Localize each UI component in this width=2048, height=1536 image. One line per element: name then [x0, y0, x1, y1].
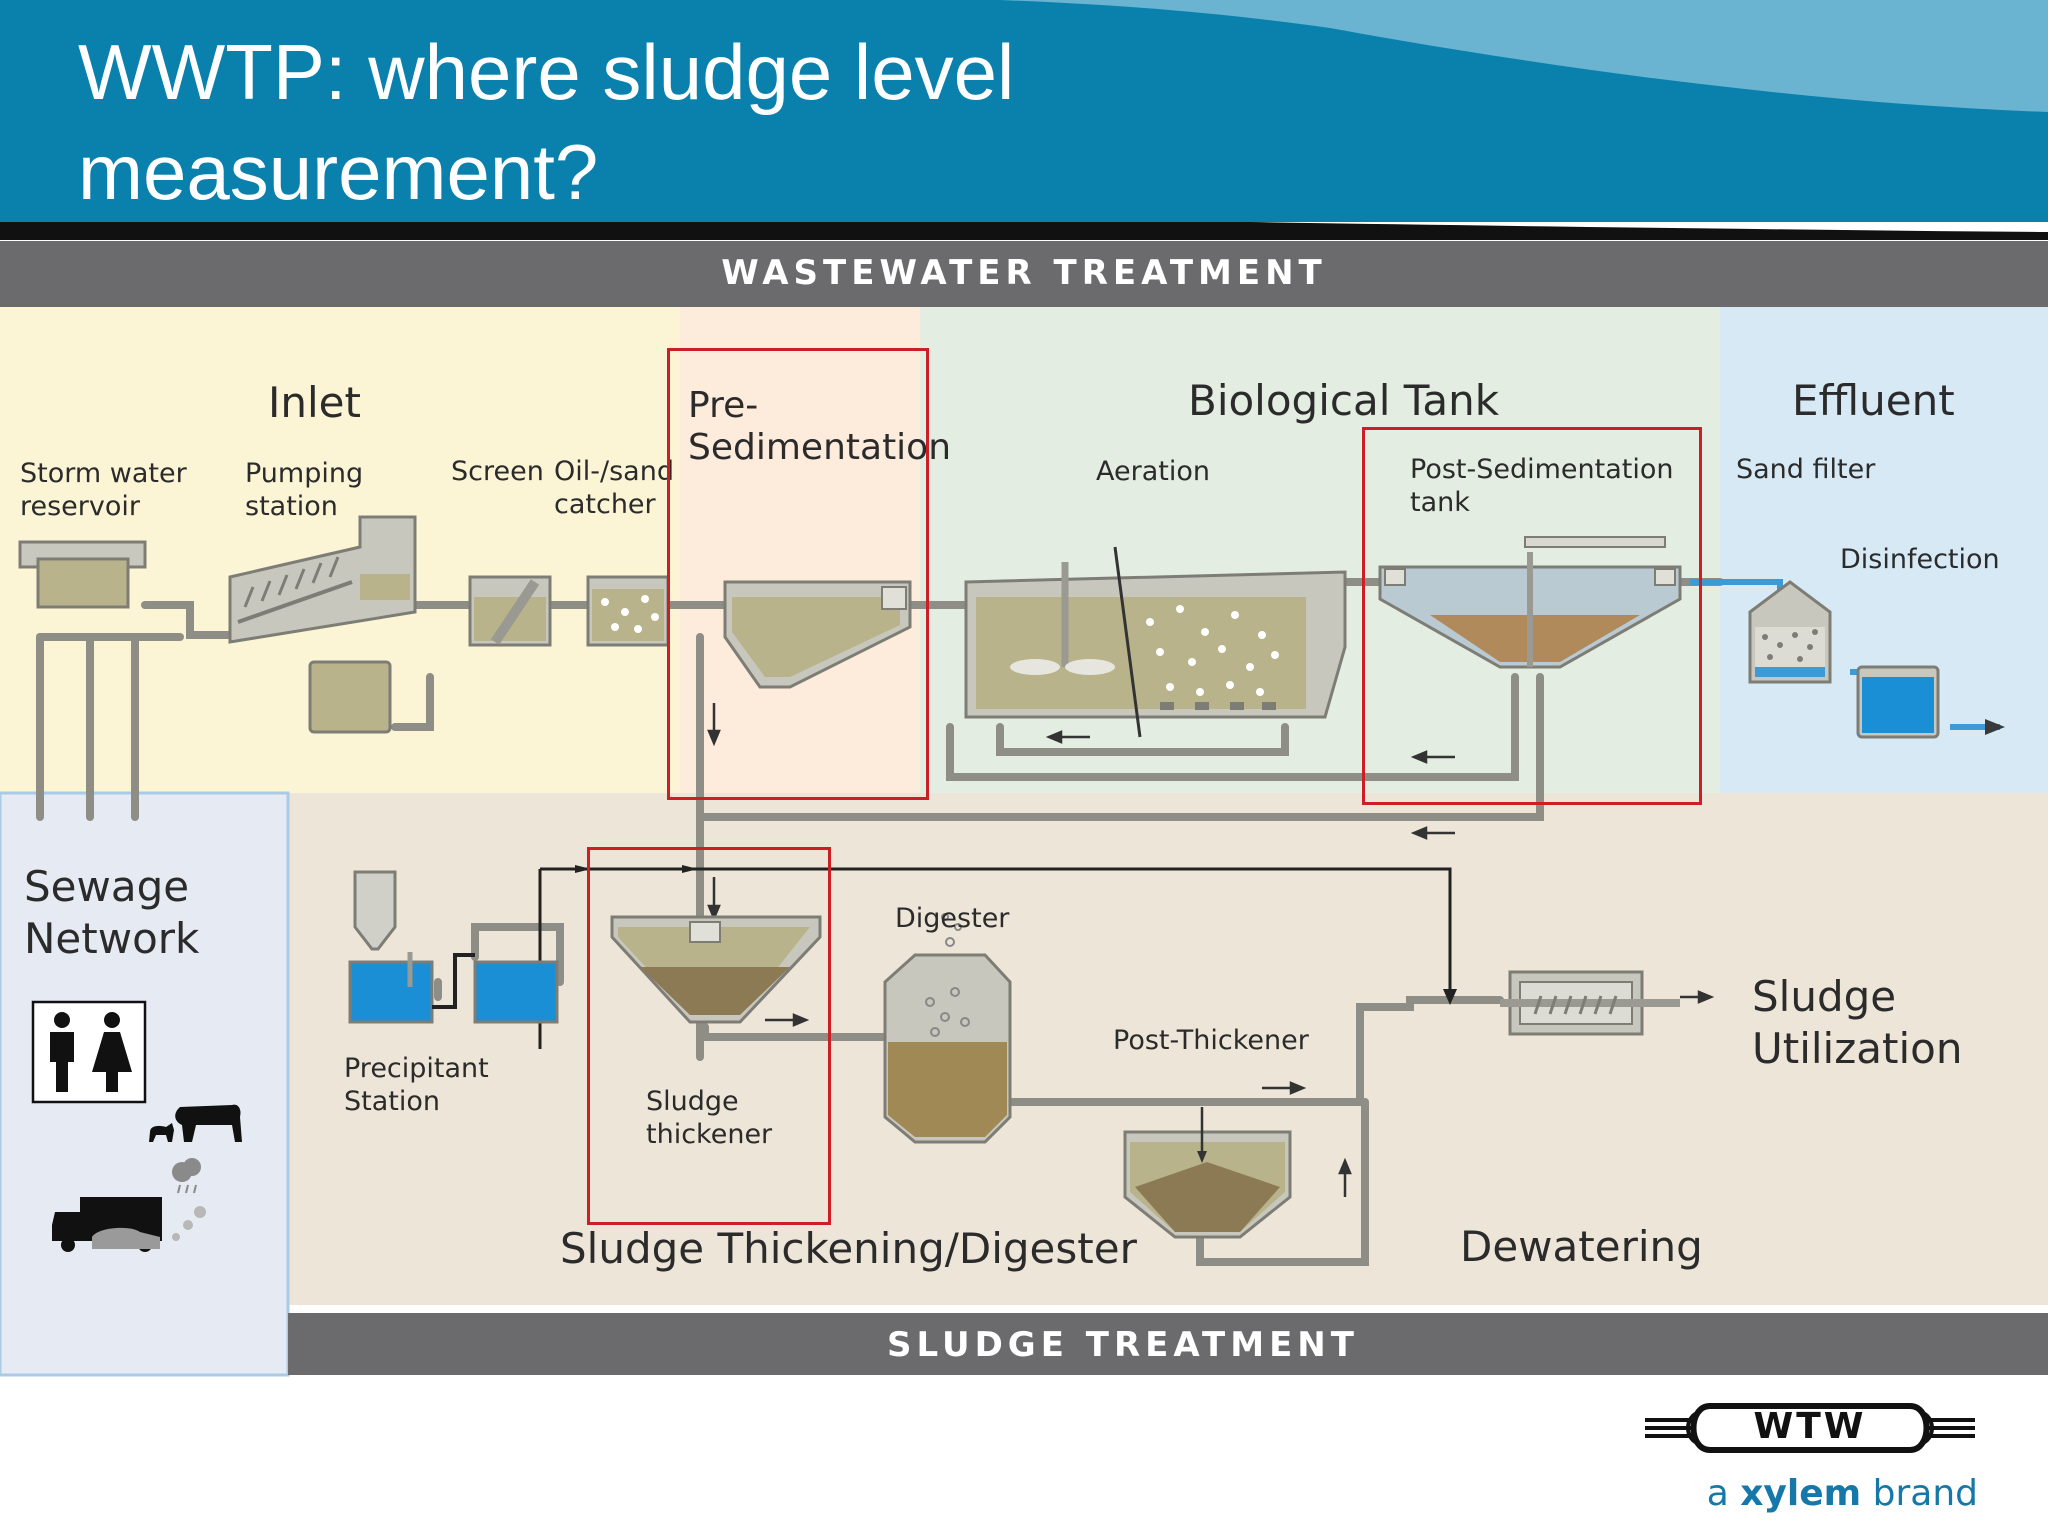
slide-header: WWTP: where sludge level measurement? — [0, 0, 2048, 240]
highlight-sludge-thickener — [587, 847, 831, 1225]
label-digester: Digester — [895, 903, 1010, 934]
header-background — [0, 0, 2048, 240]
people-pictogram — [31, 1000, 147, 1104]
highlight-post-sedimentation — [1362, 427, 1702, 805]
pre-sedimentation-zone — [680, 307, 920, 797]
pipes — [36, 578, 1724, 1266]
post-thickener-tank — [1123, 1107, 1292, 1239]
disinfection-tank — [1856, 665, 1940, 739]
xylem-tagline: a xylem brand — [1706, 1473, 1978, 1514]
section-biological-tank: Biological Tank — [1188, 376, 1500, 425]
wtw-logo: WTW — [1640, 1400, 1980, 1460]
post-sedimentation-tank — [1378, 536, 1682, 669]
label-aeration: Aeration — [1096, 456, 1210, 487]
label-precipitant-station: Precipitant Station — [344, 1053, 489, 1117]
animals-pictogram — [149, 1104, 242, 1142]
storm-water-reservoir — [18, 540, 147, 609]
label-post-sedimentation: Post-Sedimentation tank — [1410, 454, 1674, 518]
vehicles-pictogram — [52, 1158, 206, 1252]
label-screen: Screen — [451, 456, 544, 487]
sludge-zone — [0, 793, 2048, 1305]
precipitant-station — [348, 870, 559, 1024]
section-sewage-network: Sewage Network — [24, 862, 200, 963]
wtw-logo-text: WTW — [1753, 1406, 1867, 1447]
section-dewatering: Dewatering — [1460, 1222, 1703, 1271]
section-sludge-utilization: Sludge Utilization — [1752, 972, 1963, 1073]
label-disinfection: Disinfection — [1840, 544, 2000, 575]
sludge-treatment-band: SLUDGE TREATMENT — [887, 1325, 1359, 1365]
sand-filter — [1748, 580, 1832, 684]
sludge-thickener-tank — [610, 915, 822, 1024]
pre-sedimentation-tank — [723, 580, 912, 689]
oil-sand-catcher — [586, 575, 670, 647]
section-pre-sedimentation: Pre- Sedimentation — [688, 385, 952, 468]
label-pumping-station: Pumping station — [245, 458, 364, 522]
screen-unit — [468, 575, 552, 647]
label-oil-sand-catcher: Oil-/sand catcher — [554, 456, 674, 520]
slide-title: WWTP: where sludge level measurement? — [78, 28, 1015, 216]
wwtp-diagram: WASTEWATER TREATMENT SLUDGE TREATMENT In… — [0, 237, 2048, 1380]
label-sand-filter: Sand filter — [1736, 454, 1876, 485]
label-sludge-thickener: Sludge thickener — [646, 1086, 773, 1150]
wastewater-treatment-band: WASTEWATER TREATMENT — [721, 253, 1327, 293]
digester — [883, 913, 1012, 1144]
pumping-station — [228, 515, 417, 734]
top-band — [0, 241, 2048, 307]
aeration-tank — [964, 546, 1347, 738]
highlight-pre-sedimentation — [667, 348, 929, 800]
bottom-band — [288, 1313, 2048, 1375]
dewatering-press — [1500, 970, 1680, 1036]
section-inlet: Inlet — [268, 378, 361, 427]
label-post-thickener: Post-Thickener — [1113, 1025, 1309, 1056]
process-schematic — [0, 241, 2048, 1377]
label-storm-water: Storm water reservoir — [20, 458, 187, 522]
section-sludge-thickening: Sludge Thickening/Digester — [560, 1224, 1137, 1273]
section-effluent: Effluent — [1792, 376, 1955, 425]
wtw-logo-mark — [1645, 1403, 1975, 1453]
